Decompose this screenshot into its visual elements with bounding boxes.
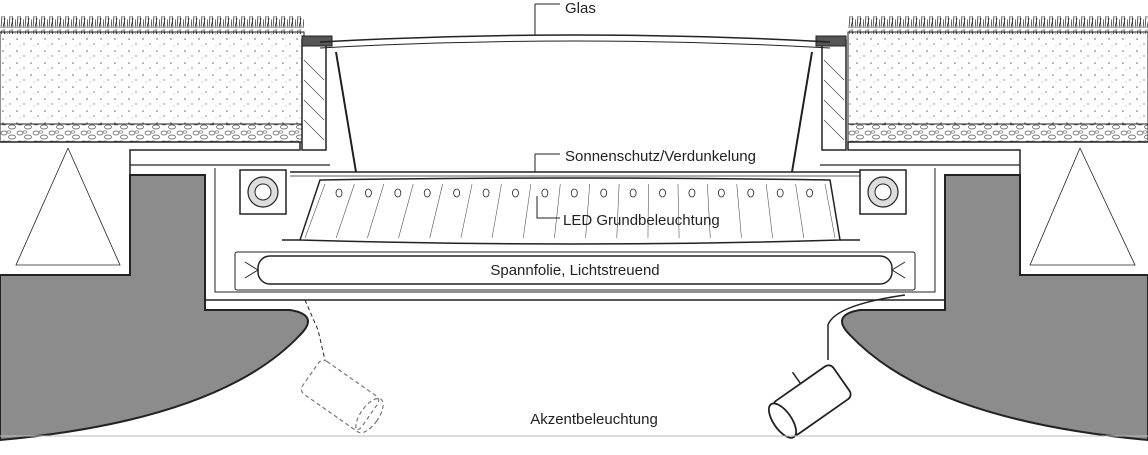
left-grass [0,16,304,34]
left-shade-motor [239,169,287,215]
led-light-point [776,188,784,198]
led-light-point [629,188,637,198]
led-slat-line [491,183,502,239]
led-slat-line [429,183,443,239]
led-light-point [806,188,813,198]
left-upstand [301,35,333,151]
right-concrete-slab [841,174,1148,442]
led-light-point [659,188,666,198]
led-slat-line [304,183,326,239]
led-slat-line [367,183,385,239]
right-insulation-triangle [1029,147,1136,266]
right-upstand [815,35,847,151]
left-shaft-wall [335,51,357,173]
led-slat-line [335,183,355,239]
led-slat-line [736,183,742,239]
led-light-point [570,188,578,198]
led-light-point [747,188,755,198]
right-grass [848,16,1148,34]
right-roof-buildup [847,16,1148,276]
stretch-membrane [234,251,916,291]
led-leader [536,196,560,219]
label-membrane: Spannfolie, Lichtstreuend [490,262,659,279]
label-accent: Akzentbeleuchtung [530,411,658,428]
led-light-point [335,188,343,198]
left-roof-buildup [0,16,305,276]
led-slats [304,183,836,239]
left-insulation-triangle [15,147,121,266]
sunshade-track [290,171,860,177]
inner-liner [204,175,946,301]
right-shaft-wall [791,51,813,173]
led-slat-line [795,183,805,239]
led-slat-line [585,183,591,239]
label-glass: Glas [565,0,596,17]
left-substrate [0,31,305,125]
led-slat-line [398,183,414,239]
accent-spotlight-right [767,294,906,439]
led-light-point [453,188,461,198]
glass-pane [319,34,831,49]
label-led: LED Grundbeleuchtung [563,212,720,229]
right-shade-motor [859,169,907,215]
left-concrete-slab [0,174,309,442]
led-light-point [717,188,725,198]
right-substrate [847,31,1148,125]
led-light-point [600,188,608,198]
left-gravel-layer [0,123,305,143]
led-trough [282,177,860,245]
led-light-point [541,188,549,198]
led-light-point [394,188,402,198]
led-slat-line [647,183,649,239]
led-slat-line [707,183,711,239]
led-light-point [482,188,490,198]
inner-liner-inner [214,168,936,293]
led-light-point [512,188,519,198]
led-slat-line [460,183,473,239]
label-sunshade: Sonnenschutz/Verdunkelung [565,148,756,165]
accent-spotlight-left-ghost [300,299,384,434]
led-slat-line [554,183,561,239]
led-slat-line [824,183,836,239]
led-slat-line [677,183,680,239]
led-light-point [365,188,372,198]
right-gravel-layer [847,123,1148,143]
led-light-point [423,188,431,198]
led-slat-line [765,183,773,239]
led-slat-line [522,183,532,239]
led-light-point [688,188,696,198]
led-slat-line [616,183,620,239]
